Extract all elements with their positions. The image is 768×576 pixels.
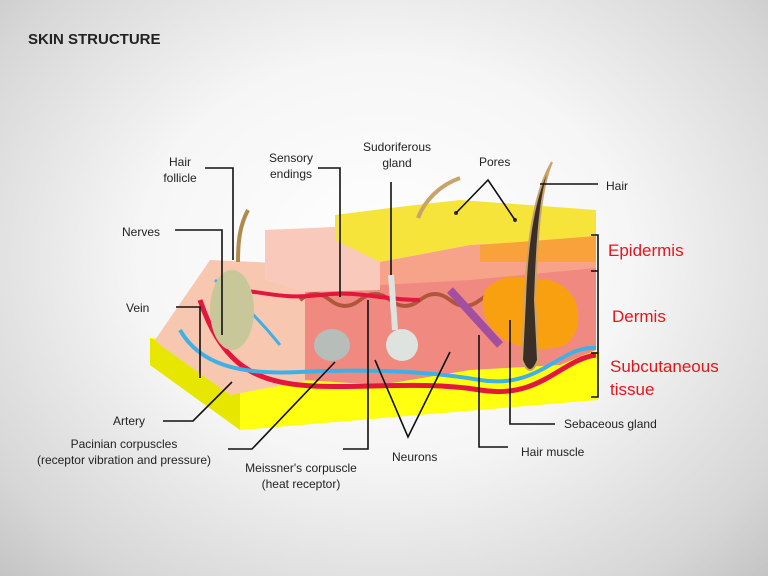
label-line: Sudoriferous [362,140,432,154]
label-line: tissue [610,380,655,399]
label-line: gland [382,156,412,170]
label-hair: Hair [606,179,629,193]
epidermis-layer [335,200,596,262]
label-pores: Pores [479,155,511,169]
label-line: Subcutaneous [610,357,719,376]
layer-label-dermis: Dermis [612,307,666,326]
label-vein: Vein [126,301,150,315]
label-line: Sensory [268,151,314,165]
label-line: follicle [163,171,197,185]
label-line: endings [269,167,313,181]
label-sudoriferous-gland: Sudoriferous gland [352,139,442,171]
label-line: Meissner's corpuscle [245,461,357,475]
layer-label-epidermis: Epidermis [608,241,684,260]
page-title: SKIN STRUCTURE [28,31,161,48]
hair-muscle-shape [447,287,503,348]
layer-label-subcutaneous: Subcutaneous tissue [610,355,719,401]
label-nerves: Nerves [122,225,161,239]
label-pacinian-corpuscles: Pacinian corpuscles (receptor vibration a… [26,436,222,468]
label-hair-follicle: Hair follicle [150,154,210,186]
hair-follicle-shape [210,270,254,350]
vein-vessel [178,329,597,384]
pacinian-corpuscle [314,329,350,361]
label-sensory-endings: Sensory endings [256,150,326,182]
label-artery: Artery [113,414,146,428]
label-line: Pacinian corpuscles [70,437,178,451]
leader-lines [163,167,598,450]
artery-vessel [197,299,597,395]
label-line: Hair [168,155,191,169]
label-sebaceous-gland: Sebaceous gland [564,417,657,431]
label-hair-muscle: Hair muscle [521,445,585,459]
label-line: (receptor vibration and pressure) [36,453,212,467]
layer-bracket [591,234,599,398]
label-meissner-corpuscle: Meissner's corpuscle (heat receptor) [236,460,366,492]
label-line: (heat receptor) [261,477,341,491]
label-neurons: Neurons [392,450,438,464]
hair-shaft [520,161,553,371]
sweat-gland [386,329,418,361]
